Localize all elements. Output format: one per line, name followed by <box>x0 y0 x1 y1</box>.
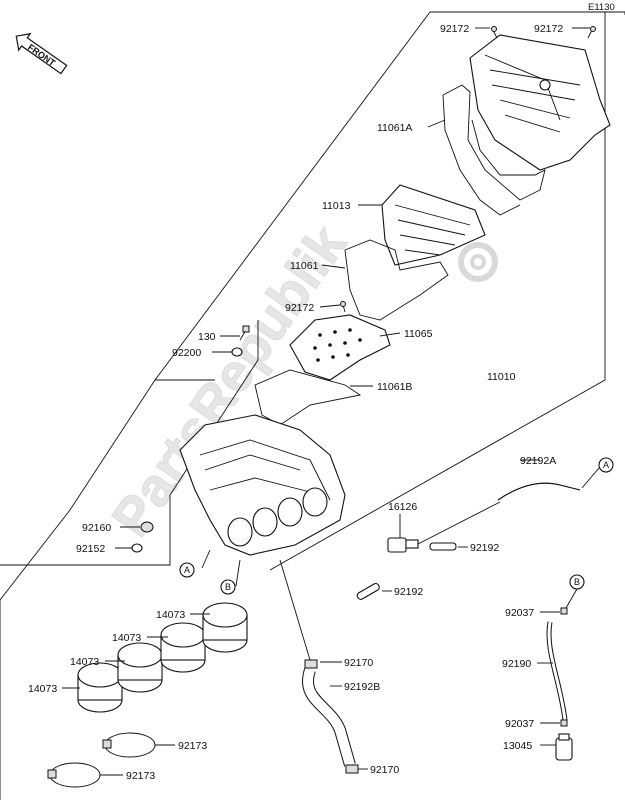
screw-92172-mid <box>340 301 346 313</box>
gasket-11061a <box>442 84 546 216</box>
label-92037-bottom: 92037 <box>505 718 534 730</box>
label-14073-1: 14073 <box>156 609 185 621</box>
label-11013: 11013 <box>322 200 351 212</box>
screw-92172-top <box>491 26 498 39</box>
label-92170-top: 92170 <box>344 657 373 669</box>
label-13045: 13045 <box>503 740 532 752</box>
label-11061b: 11061B <box>377 381 412 393</box>
ref-b-housing: B <box>225 582 231 592</box>
ref-a-housing: A <box>184 565 190 575</box>
clip-92037-top <box>560 607 568 615</box>
label-11061: 11061 <box>290 260 319 272</box>
funnels-14073 <box>77 602 248 713</box>
clip-92037-bottom <box>560 719 568 727</box>
label-14073-4: 14073 <box>28 683 57 695</box>
nut-92152 <box>131 543 143 553</box>
label-14073-2: 14073 <box>112 632 141 644</box>
label-92190: 92190 <box>502 658 531 670</box>
label-92200: 92200 <box>172 347 201 359</box>
clip-92170-top <box>304 659 318 669</box>
hose-92192-a <box>429 542 457 551</box>
leader-lines <box>62 27 590 776</box>
screw-92172-right <box>587 26 596 39</box>
plate-11065 <box>289 314 391 381</box>
ref-b-drain: B <box>574 577 580 587</box>
assembly-outline <box>0 11 625 800</box>
hose-92192-b <box>356 582 380 600</box>
bolt-130 <box>239 325 250 341</box>
hose-92192a <box>497 482 581 501</box>
ref-circles: A B A B <box>179 457 614 609</box>
plug-13045 <box>555 733 573 761</box>
label-11061a: 11061A <box>377 122 412 134</box>
label-92173-2: 92173 <box>126 770 155 782</box>
watermark-gear-icon <box>458 242 498 282</box>
washer-92200 <box>231 347 243 357</box>
label-92192b: 92192B <box>344 681 380 693</box>
front-arrow-icon: FRONT <box>15 32 68 75</box>
label-92037-top: 92037 <box>505 607 534 619</box>
label-92170-bottom: 92170 <box>370 764 399 776</box>
air-filter-element <box>381 184 486 266</box>
label-92172-top-right: 92172 <box>534 23 563 35</box>
gasket-11061 <box>344 239 449 321</box>
grommet-92160 <box>140 521 154 533</box>
page-code: E1130 <box>588 2 615 13</box>
air-cleaner-housing <box>179 414 346 556</box>
label-92173-1: 92173 <box>178 740 207 752</box>
label-92192-a: 92192 <box>470 542 499 554</box>
label-14073-3: 14073 <box>70 656 99 668</box>
clip-92170-bottom <box>345 764 359 774</box>
label-92160: 92160 <box>82 522 111 534</box>
label-11065: 11065 <box>404 328 433 340</box>
clamp-92173-b <box>47 762 101 788</box>
label-92192-b: 92192 <box>394 586 423 598</box>
label-92172-top-left: 92172 <box>440 23 469 35</box>
clamp-92173-a <box>102 732 156 758</box>
label-11010: 11010 <box>487 371 516 383</box>
label-92192a: 92192A <box>520 455 556 467</box>
gasket-11061b <box>254 369 362 426</box>
label-92172-mid: 92172 <box>285 302 314 314</box>
label-16126: 16126 <box>388 501 417 513</box>
callout-labels: 92172 92172 11061A 11013 11061 92172 110… <box>28 23 563 782</box>
label-92152: 92152 <box>76 543 105 555</box>
valve-16126 <box>387 501 501 553</box>
label-130: 130 <box>198 331 216 343</box>
air-cleaner-cover <box>469 34 611 171</box>
ref-a-hose: A <box>603 460 609 470</box>
